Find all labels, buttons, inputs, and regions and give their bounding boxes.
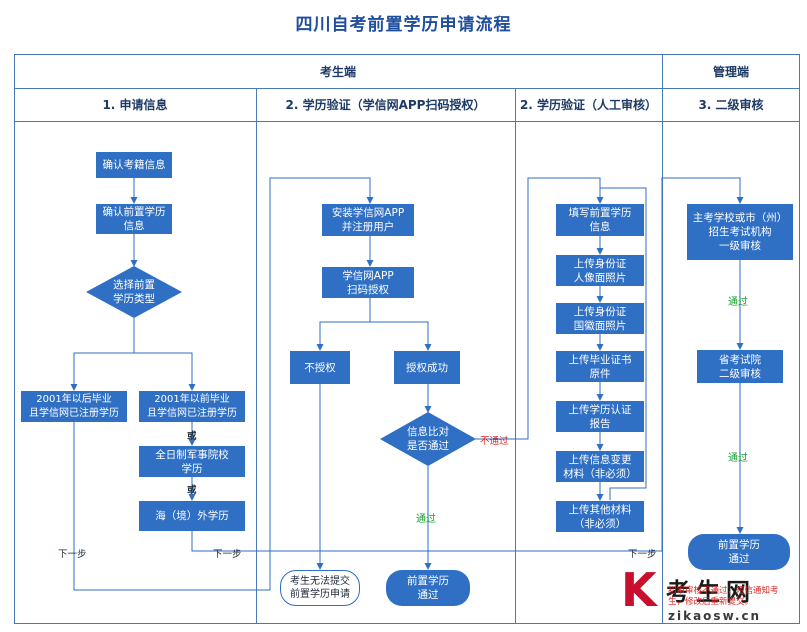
- header-student: 考生端: [319, 64, 356, 79]
- pass-label-2: 通过: [728, 453, 748, 464]
- pass-label-1: 通过: [728, 297, 748, 308]
- scan-authorize-box: 学信网APP 扫码授权: [322, 267, 414, 298]
- fail-label: 不通过: [480, 436, 509, 447]
- flow-frame: [14, 54, 800, 624]
- cannot-submit-pill: 考生无法提交 前置学历申请: [280, 570, 360, 606]
- or-label-2: 或: [187, 485, 197, 496]
- column-header-4: 3. 二级审核: [698, 98, 764, 112]
- no-authorize-box: 不授权: [290, 351, 350, 384]
- install-app-box: 安装学信网APP 并注册用户: [322, 204, 414, 236]
- upload-diploma-box: 上传毕业证书 原件: [556, 351, 644, 382]
- next-step-label-1: 下一步: [58, 549, 87, 560]
- final-pass-pill: 前置学历 通过: [688, 534, 790, 570]
- upload-id-front-box: 上传身份证 人像面照片: [556, 255, 644, 286]
- after-2001-box: 2001年以后毕业 且学信网已注册学历: [21, 391, 127, 422]
- upload-id-back-box: 上传身份证 国徽面照片: [556, 303, 644, 334]
- header-divider: [14, 88, 800, 89]
- site-url: zikaosw.cn: [668, 609, 762, 623]
- level2-review-box: 省考试院 二级审核: [697, 350, 783, 383]
- review-note: 初审审核不通过，短信通知考 生，修改后重新提交。: [668, 586, 779, 607]
- page-title: 四川自考前置学历申请流程: [295, 15, 512, 35]
- before-2001-box: 2001年以前毕业 且学信网已注册学历: [139, 391, 245, 422]
- site-logo-letter: K: [621, 563, 657, 617]
- or-label-1: 或: [187, 431, 197, 442]
- compare-label: 信息比对 是否通过: [407, 426, 449, 452]
- header-admin: 管理端: [712, 64, 749, 79]
- site-logo-text: 考生网: [666, 578, 756, 606]
- overseas-education-box: 海（境）外学历: [139, 501, 245, 531]
- military-academy-box: 全日制军事院校 学历: [139, 446, 245, 477]
- choose-type-diamond: [86, 266, 182, 318]
- col-divider-1: [256, 88, 257, 624]
- column-header-divider: [14, 121, 800, 122]
- col-divider-2: [515, 88, 516, 624]
- level1-review-box: 主考学校或市（州） 招生考试机构 一级审核: [687, 204, 793, 260]
- pass-label: 通过: [416, 514, 436, 525]
- column-header-3: 2. 学历验证（人工审核）: [519, 98, 658, 112]
- column-header-1: 1. 申请信息: [102, 98, 168, 112]
- authorize-success-box: 授权成功: [394, 351, 460, 384]
- confirm-prior-education-box: 确认前置学历 信息: [96, 204, 172, 234]
- next-step-label-2: 下一步: [213, 549, 242, 560]
- confirm-exam-record-box: 确认考籍信息: [96, 152, 172, 178]
- upload-cert-report-box: 上传学历认证 报告: [556, 401, 644, 432]
- next-step-label-3: 下一步: [628, 549, 657, 560]
- prior-education-pass-pill: 前置学历 通过: [386, 570, 470, 606]
- compare-diamond: [380, 412, 476, 466]
- upload-change-material-box: 上传信息变更 材料（非必须）: [556, 451, 644, 482]
- fill-prior-education-box: 填写前置学历 信息: [556, 204, 644, 236]
- upload-other-material-box: 上传其他材料 （非必须）: [556, 501, 644, 532]
- column-header-2: 2. 学历验证（学信网APP扫码授权）: [285, 98, 486, 112]
- choose-type-label: 选择前置 学历类型: [113, 279, 155, 305]
